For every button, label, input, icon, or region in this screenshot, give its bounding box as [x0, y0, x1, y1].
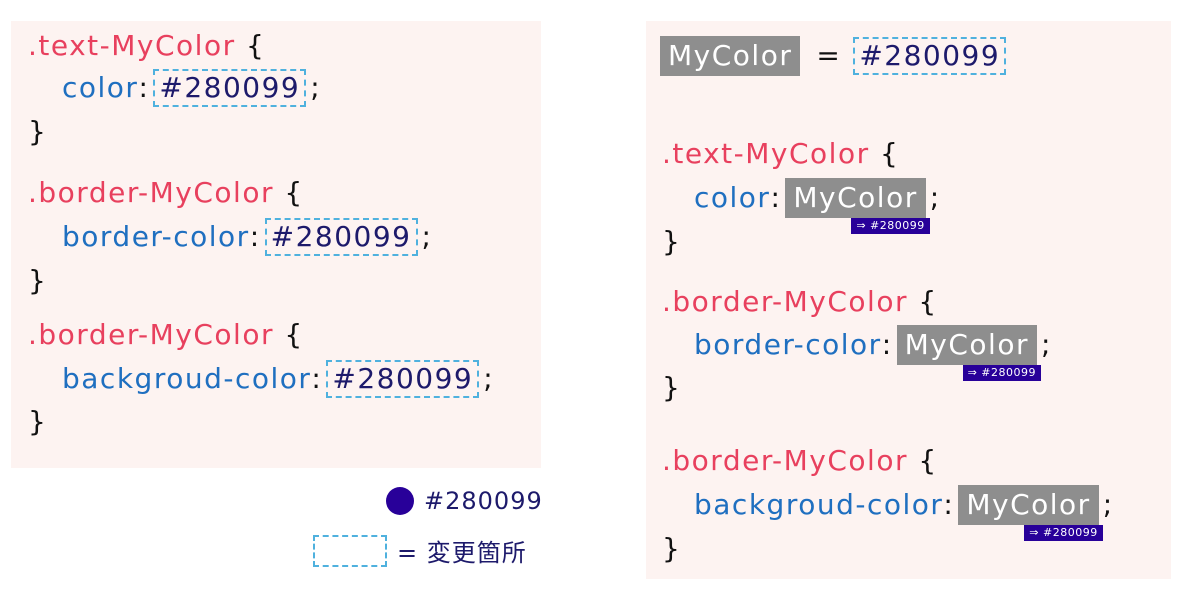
close-brace: }	[662, 532, 682, 565]
css-selector: .border-MyColor	[662, 285, 908, 318]
semicolon: ;	[1040, 328, 1052, 361]
semicolon: ;	[483, 362, 495, 395]
css-selector: .border-MyColor	[662, 444, 908, 477]
color-swatch-icon	[386, 487, 414, 515]
close-brace: }	[28, 405, 48, 438]
css-selector: .text-MyColor	[28, 29, 236, 62]
code-line: backgroud-color: MyColor ⇒ #280099;	[694, 485, 1114, 541]
code-line: color:#280099;	[62, 68, 321, 108]
code-line: backgroud-color:#280099;	[62, 359, 494, 399]
colon: :	[311, 362, 323, 395]
variable-value: #280099	[853, 37, 1007, 75]
color-swatch-label: #280099	[424, 487, 543, 515]
resolved-value-tag: ⇒ #280099	[851, 218, 930, 234]
css-property: color	[62, 71, 139, 104]
colon: :	[770, 181, 782, 214]
semicolon: ;	[310, 71, 322, 104]
open-brace: {	[246, 29, 266, 62]
changed-value: #280099	[326, 360, 480, 398]
open-brace: {	[284, 176, 304, 209]
color-legend: #280099	[386, 487, 543, 515]
variable-reference: MyColor ⇒ #280099	[958, 485, 1103, 541]
code-line: }	[28, 112, 47, 152]
code-line: .text-MyColor {	[662, 134, 899, 174]
code-line: border-color:#280099;	[62, 217, 432, 257]
css-property: backgroud-color	[62, 362, 312, 395]
changed-legend: = 変更箇所	[313, 533, 527, 568]
semicolon: ;	[929, 181, 941, 214]
code-line: .border-MyColor {	[28, 173, 304, 213]
close-brace: }	[662, 225, 682, 258]
code-line: .border-MyColor {	[28, 315, 304, 355]
code-line: .text-MyColor {	[28, 26, 265, 66]
variable-name: MyColor	[904, 328, 1029, 361]
code-line: .border-MyColor {	[662, 441, 938, 481]
original-code-panel	[11, 21, 541, 468]
semicolon: ;	[1102, 488, 1114, 521]
colon: :	[138, 71, 150, 104]
equals-sign: =	[816, 39, 842, 72]
code-line: }	[662, 529, 681, 569]
changed-legend-label: = 変更箇所	[397, 539, 527, 567]
code-line: }	[28, 261, 47, 301]
close-brace: }	[662, 371, 682, 404]
css-property: color	[694, 181, 771, 214]
variable-reference: MyColor ⇒ #280099	[896, 325, 1041, 381]
open-brace: {	[918, 285, 938, 318]
changed-value: #280099	[264, 218, 418, 256]
css-selector: .border-MyColor	[28, 318, 274, 351]
code-line: border-color: MyColor ⇒ #280099;	[694, 325, 1052, 381]
colon: :	[249, 220, 261, 253]
variable-name: MyColor	[793, 181, 918, 214]
open-brace: {	[880, 137, 900, 170]
semicolon: ;	[421, 220, 433, 253]
code-line: }	[662, 222, 681, 262]
variable-name: MyColor	[660, 36, 801, 76]
code-line: }	[28, 402, 47, 442]
open-brace: {	[284, 318, 304, 351]
css-selector: .border-MyColor	[28, 176, 274, 209]
close-brace: }	[28, 115, 48, 148]
code-line: .border-MyColor {	[662, 282, 938, 322]
open-brace: {	[918, 444, 938, 477]
close-brace: }	[28, 264, 48, 297]
dashed-box-icon	[313, 534, 387, 567]
variable-reference: MyColor ⇒ #280099	[785, 178, 930, 234]
code-line: }	[662, 368, 681, 408]
colon: :	[881, 328, 893, 361]
css-selector: .text-MyColor	[662, 137, 870, 170]
css-property: border-color	[694, 328, 882, 361]
css-property: backgroud-color	[694, 488, 944, 521]
css-property: border-color	[62, 220, 250, 253]
code-line: color: MyColor ⇒ #280099;	[694, 178, 941, 234]
resolved-value-tag: ⇒ #280099	[1024, 525, 1103, 541]
variable-definition: MyColor = #280099	[660, 36, 1010, 76]
changed-value: #280099	[153, 69, 307, 107]
colon: :	[943, 488, 955, 521]
variable-name: MyColor	[966, 488, 1091, 521]
resolved-value-tag: ⇒ #280099	[962, 365, 1041, 381]
